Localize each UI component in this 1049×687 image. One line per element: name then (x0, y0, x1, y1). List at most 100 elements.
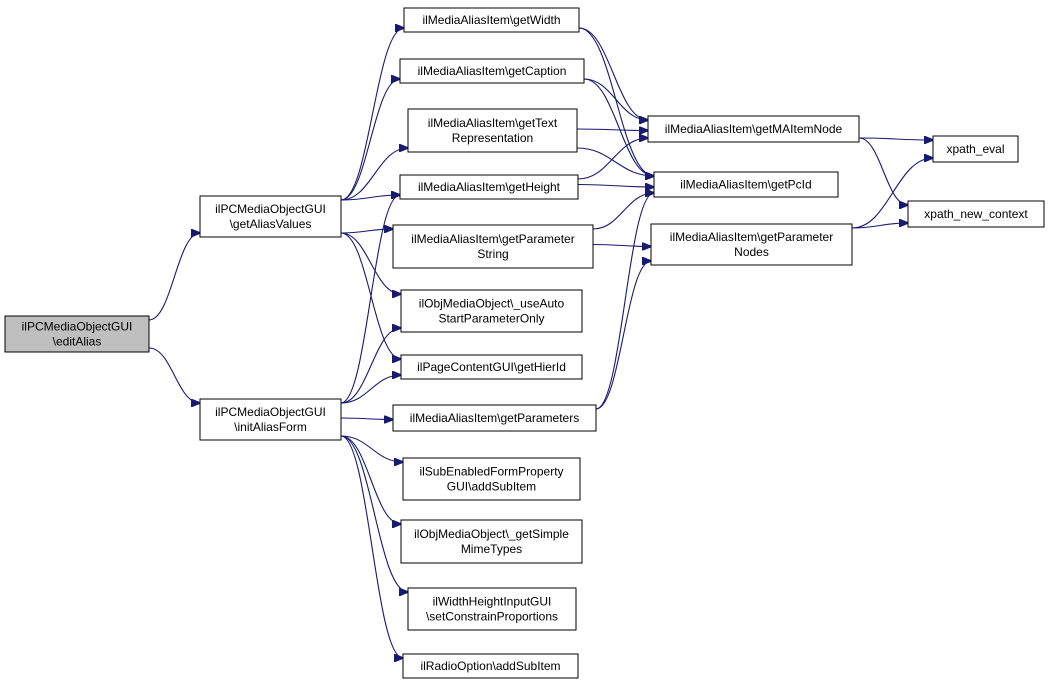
node-label-line: Representation (452, 131, 533, 145)
node-box (399, 58, 585, 84)
edge-get-parameter-string-to-get-pc-id (592, 193, 654, 230)
edge-arrow (340, 435, 401, 524)
node-label-line: ilMediaAliasItem\getCaption (418, 64, 567, 78)
node-get-pc-id[interactable]: ilMediaAliasItem\getPcId (653, 171, 839, 198)
node-label-line: xpath_new_context (924, 207, 1028, 221)
edge-get-width-to-get-pc-id (578, 27, 654, 176)
node-box (400, 289, 583, 333)
edge-get-text-representation-to-get-maitem-node (576, 129, 648, 131)
edge-get-width-to-get-maitem-node (578, 27, 648, 120)
edge-get-parameters-to-get-pc-id (595, 193, 654, 410)
node-label-line: \initAliasForm (234, 420, 307, 434)
node-box (407, 108, 578, 153)
edge-arrow (340, 148, 408, 201)
edge-arrow (578, 27, 654, 176)
edge-arrow (576, 147, 654, 176)
node-get-width[interactable]: ilMediaAliasItem\getWidth (403, 7, 580, 33)
node-set-constrain-proportions[interactable]: ilWidthHeightInputGUI\setConstrainPropor… (407, 587, 577, 631)
edge-get-height-to-get-pc-id (577, 185, 654, 188)
edge-arrow (340, 328, 401, 404)
node-edit-alias[interactable]: ilPCMediaObjectGUI\editAlias (4, 315, 150, 353)
node-label-line: ilPCMediaObjectGUI (22, 320, 133, 334)
edge-arrow (583, 78, 654, 176)
edge-init-alias-form-to-get-simple-mime-types (340, 435, 401, 524)
node-label-line: xpath_eval (946, 142, 1004, 156)
node-label-line: \setConstrainProportions (426, 610, 558, 624)
node-get-caption[interactable]: ilMediaAliasItem\getCaption (399, 58, 585, 84)
node-label-line: ilRadioOption\addSubItem (420, 659, 560, 673)
node-box (199, 195, 342, 238)
node-box (402, 457, 581, 501)
node-box (647, 115, 860, 143)
node-xpath-eval[interactable]: xpath_eval (932, 135, 1019, 163)
node-get-height[interactable]: ilMediaAliasItem\getHeight (399, 174, 579, 200)
node-box (199, 398, 342, 441)
edge-get-alias-values-to-get-width (340, 28, 404, 201)
edge-get-height-to-get-maitem-node (577, 138, 648, 180)
edge-get-parameter-string-to-get-parameter-nodes (592, 245, 651, 247)
edge-get-maitem-node-to-xpath-eval (858, 138, 933, 140)
node-radio-add-sub-item[interactable]: ilRadioOption\addSubItem (402, 653, 579, 679)
edge-arrow (851, 223, 908, 229)
edge-arrow (592, 193, 654, 230)
edge-edit-alias-to-init-alias-form (148, 347, 200, 403)
node-label-line: ilMediaAliasItem\getMAItemNode (665, 122, 843, 136)
node-label-line: \editAlias (53, 335, 102, 349)
node-label-line: ilPCMediaObjectGUI (215, 202, 326, 216)
edge-arrow (340, 229, 393, 234)
edge-get-parameters-to-get-parameter-nodes (595, 261, 651, 410)
edge-get-alias-values-to-get-caption (340, 79, 400, 201)
edge-arrow (148, 347, 200, 403)
edge-arrow (148, 233, 200, 321)
edge-arrow (340, 375, 401, 404)
edge-arrow (576, 129, 648, 131)
edge-arrow (577, 185, 654, 188)
node-box (392, 404, 597, 432)
edge-get-alias-values-to-get-parameter-string (340, 229, 393, 234)
node-label-line: ilPageContentGUI\getHierId (417, 360, 566, 374)
edge-get-parameter-nodes-to-xpath-eval (851, 158, 933, 229)
node-get-maitem-node[interactable]: ilMediaAliasItem\getMAItemNode (647, 115, 860, 143)
node-box (653, 171, 839, 198)
node-get-parameters[interactable]: ilMediaAliasItem\getParameters (392, 404, 597, 432)
node-label-line: ilObjMediaObject\_useAuto (419, 297, 565, 311)
node-get-hier-id[interactable]: ilPageContentGUI\getHierId (400, 354, 583, 380)
edge-get-caption-to-get-pc-id (583, 78, 654, 176)
node-get-alias-values[interactable]: ilPCMediaObjectGUI\getAliasValues (199, 195, 342, 238)
edge-init-alias-form-to-get-height (340, 195, 400, 404)
edge-get-maitem-node-to-xpath-new-context (858, 137, 908, 205)
edge-arrow (595, 261, 651, 410)
node-label-line: \getAliasValues (230, 217, 312, 231)
node-label-line: ilPCMediaObjectGUI (215, 405, 326, 419)
node-label-line: ilWidthHeightInputGUI (433, 595, 552, 609)
node-label-line: MimeTypes (461, 542, 522, 556)
node-use-auto-start[interactable]: ilObjMediaObject\_useAutoStartParameterO… (400, 289, 583, 333)
edge-arrow (858, 137, 908, 205)
node-label-line: ilMediaAliasItem\getParameter (411, 232, 574, 246)
node-label-line: ilMediaAliasItem\getPcId (680, 178, 811, 192)
node-xpath-new-context[interactable]: xpath_new_context (907, 200, 1045, 228)
edge-init-alias-form-to-radio-add-sub-item (340, 435, 403, 658)
edge-arrow (340, 232, 401, 294)
node-box (392, 224, 594, 269)
edge-arrow (340, 418, 393, 420)
node-box (399, 174, 579, 200)
node-label-line: ilMediaAliasItem\getText (428, 116, 558, 130)
edge-arrow (340, 435, 408, 592)
edge-init-alias-form-to-use-auto-start (340, 328, 401, 404)
edge-arrow (577, 138, 648, 180)
edge-init-alias-form-to-set-constrain-proportions (340, 435, 408, 592)
node-layer: ilPCMediaObjectGUI\editAliasilPCMediaObj… (4, 7, 1045, 679)
edge-arrow (858, 138, 933, 140)
node-label-line: StartParameterOnly (438, 312, 544, 326)
node-init-alias-form[interactable]: ilPCMediaObjectGUI\initAliasForm (199, 398, 342, 441)
node-label-line: ilSubEnabledFormProperty (419, 465, 563, 479)
edge-get-parameter-nodes-to-xpath-new-context (851, 223, 908, 229)
node-box (400, 519, 583, 564)
node-box (932, 135, 1019, 163)
